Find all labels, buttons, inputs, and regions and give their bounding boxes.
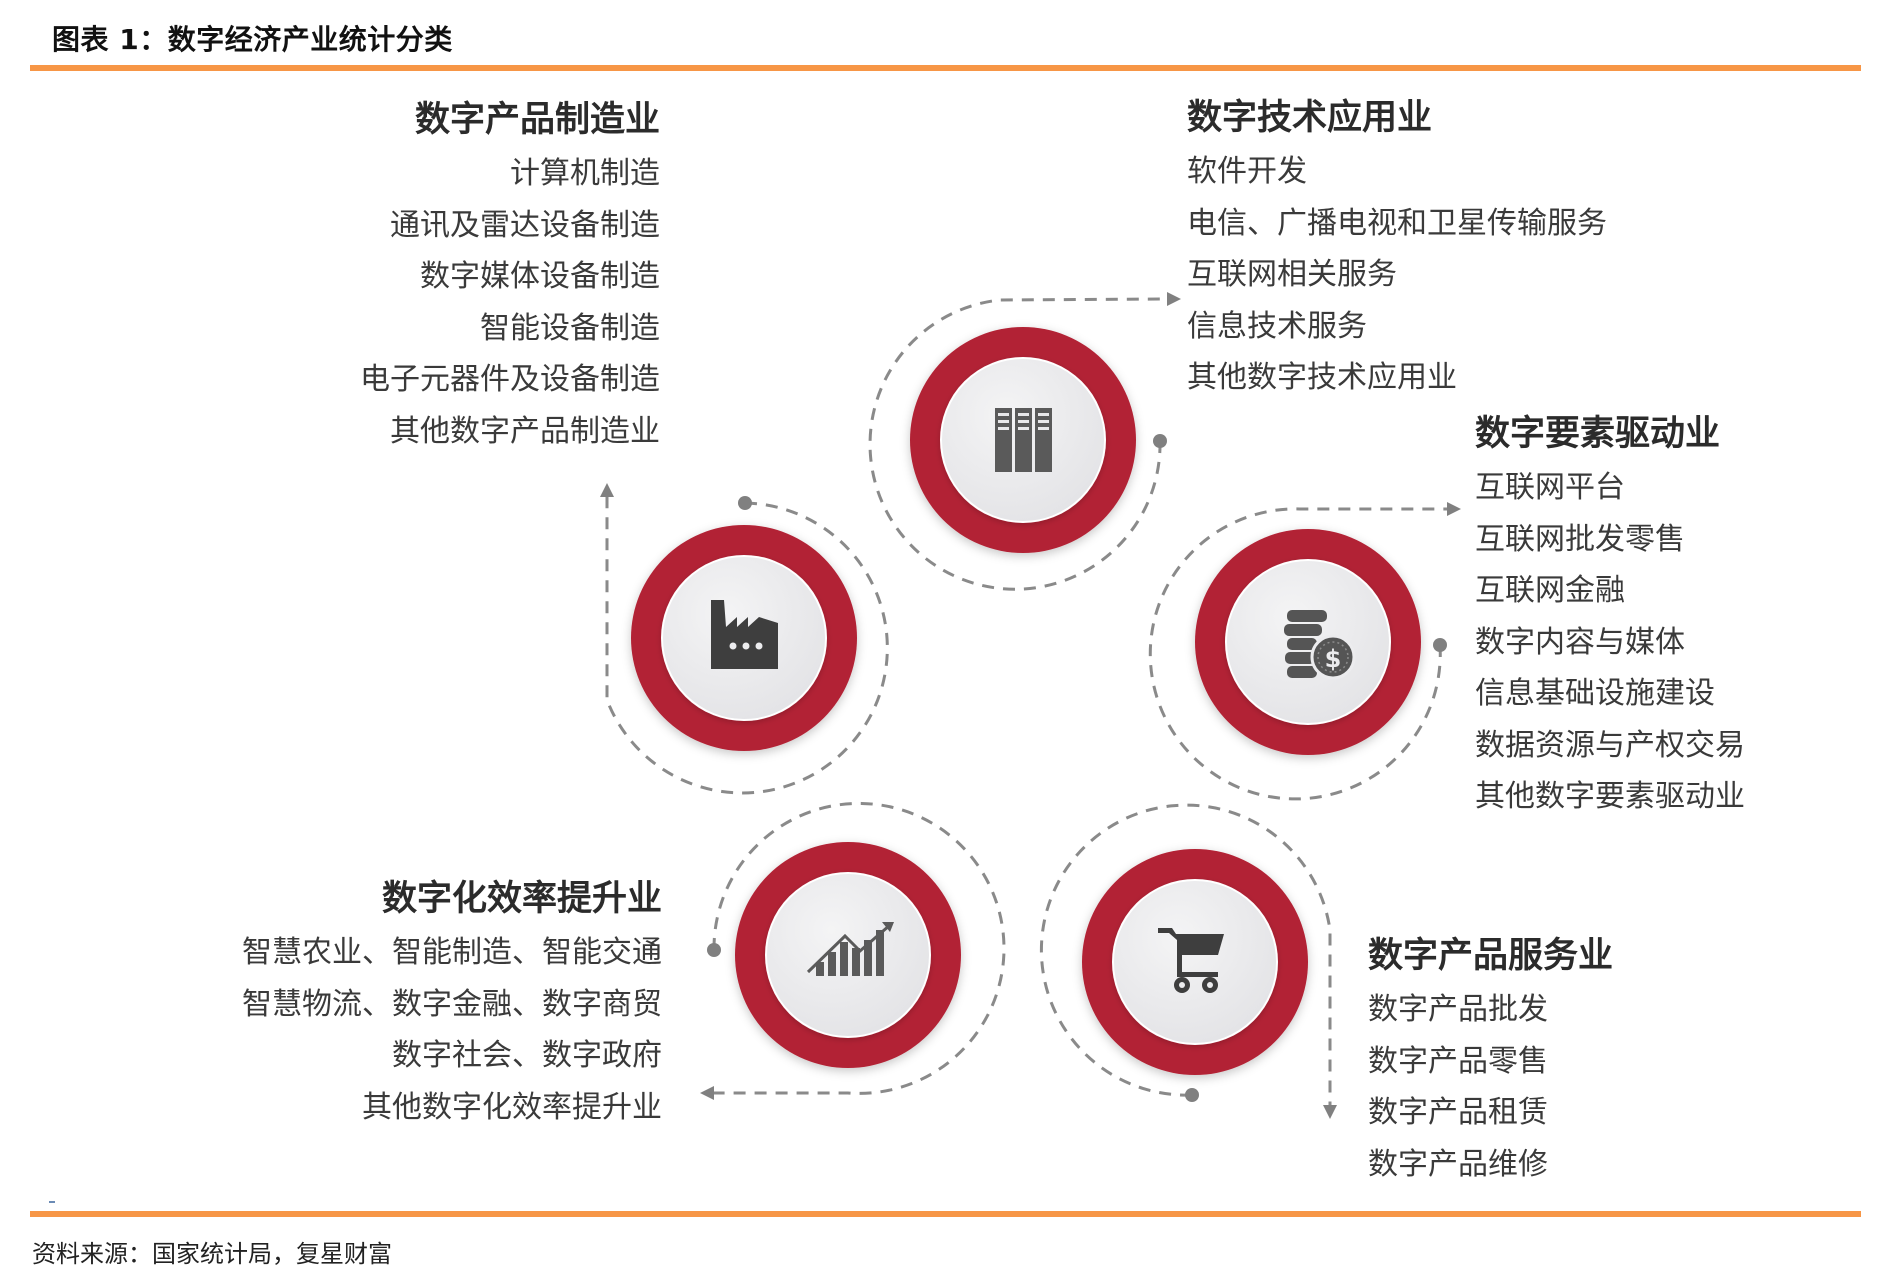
category-item: 互联网相关服务 <box>1187 257 1397 292</box>
arrow-up-icon <box>600 483 614 497</box>
category-item: 其他数字要素驱动业 <box>1475 779 1745 814</box>
shopping-cart-icon <box>1158 928 1224 993</box>
category-item: 计算机制造 <box>510 156 660 191</box>
start-dot-manufacturing <box>738 496 752 510</box>
category-item: 数据资源与产权交易 <box>1475 727 1745 763</box>
category-factor-driven: 数字要素驱动业 互联网平台 互联网批发零售 互联网金融 数字内容与媒体 信息基础… <box>1475 410 1745 823</box>
connector-efficiency <box>712 801 1006 1095</box>
server-rack-icon <box>995 408 1052 472</box>
category-item: 其他数字化效率提升业 <box>362 1089 662 1125</box>
category-efficiency: 数字化效率提升业 智慧农业、智能制造、智能交通 智慧物流、数字金融、数字商贸 数… <box>242 875 662 1133</box>
category-item: 智慧物流、数字金融、数字商贸 <box>242 986 662 1022</box>
category-item: 数字产品零售 <box>1368 1043 1548 1079</box>
category-heading: 数字化效率提升业 <box>381 879 662 919</box>
connector-product-services <box>1039 803 1332 1108</box>
category-item: 数字社会、数字政府 <box>392 1038 662 1073</box>
category-item: 其他数字技术应用业 <box>1187 360 1457 395</box>
top-accent-rule <box>30 65 1861 71</box>
start-dot-factor-driven <box>1433 638 1447 652</box>
arrow-left-icon <box>700 1086 714 1100</box>
category-item: 智能设备制造 <box>480 310 660 346</box>
circle-manufacturing <box>631 525 857 751</box>
category-item: 数字产品批发 <box>1368 992 1548 1027</box>
circle-factor-driven: $ <box>1195 529 1421 755</box>
dashed-connectors <box>605 297 1450 1108</box>
category-item: 互联网金融 <box>1475 573 1625 608</box>
category-heading: 数字产品制造业 <box>414 100 660 140</box>
category-item: 信息技术服务 <box>1187 308 1367 344</box>
category-heading: 数字产品服务业 <box>1368 936 1614 976</box>
start-dot-tech-application <box>1153 434 1167 448</box>
category-manufacturing: 数字产品制造业 计算机制造 通讯及雷达设备制造 数字媒体设备制造 智能设备制造 … <box>360 96 660 457</box>
category-item: 数字内容与媒体 <box>1475 624 1685 660</box>
circle-efficiency <box>735 842 961 1068</box>
connector-factor-driven <box>1148 507 1450 801</box>
circle-tech-application <box>910 327 1136 553</box>
category-item: 互联网平台 <box>1475 470 1625 505</box>
coins-dollar-icon: $ <box>1284 610 1356 680</box>
arrow-right-icon <box>1447 502 1461 516</box>
category-item: 其他数字产品制造业 <box>390 413 660 449</box>
arrow-down-icon <box>1323 1105 1337 1119</box>
source-note: 资料来源：国家统计局，复星财富 <box>32 1240 392 1268</box>
category-item: 数字产品租赁 <box>1368 1095 1548 1130</box>
category-item: 信息基础设施建设 <box>1475 676 1715 711</box>
category-item: 数字媒体设备制造 <box>420 259 660 294</box>
start-dot-product-services <box>1185 1088 1199 1102</box>
bottom-accent-rule <box>30 1211 1861 1217</box>
category-heading: 数字技术应用业 <box>1187 98 1433 138</box>
category-product-services: 数字产品服务业 数字产品批发 数字产品零售 数字产品租赁 数字产品维修 <box>1368 932 1613 1190</box>
category-item: 数字产品维修 <box>1368 1146 1548 1182</box>
figure-title: 图表 1：数字经济产业统计分类 <box>52 23 453 56</box>
category-item: 软件开发 <box>1187 154 1307 189</box>
connector-tech-application <box>868 297 1171 591</box>
arrow-right-icon <box>1167 292 1181 306</box>
category-item: 电子元器件及设备制造 <box>360 362 660 397</box>
circle-product-services <box>1082 849 1308 1075</box>
category-item: 智慧农业、智能制造、智能交通 <box>242 935 662 970</box>
connector-manufacturing <box>605 492 889 795</box>
start-dot-efficiency <box>707 943 721 957</box>
stray-mark <box>49 1201 55 1203</box>
connector-arrowheads <box>600 292 1461 1119</box>
category-heading: 数字要素驱动业 <box>1475 414 1721 454</box>
category-item: 互联网批发零售 <box>1475 521 1685 557</box>
category-item: 通讯及雷达设备制造 <box>390 207 660 243</box>
category-tech-application: 数字技术应用业 软件开发 电信、广播电视和卫星传输服务 互联网相关服务 信息技术… <box>1187 94 1607 404</box>
svg-text:$: $ <box>1325 645 1342 673</box>
connector-dots <box>707 434 1447 1102</box>
growth-chart-icon <box>806 922 894 976</box>
factory-icon <box>711 600 778 669</box>
category-item: 电信、广播电视和卫星传输服务 <box>1187 205 1607 241</box>
